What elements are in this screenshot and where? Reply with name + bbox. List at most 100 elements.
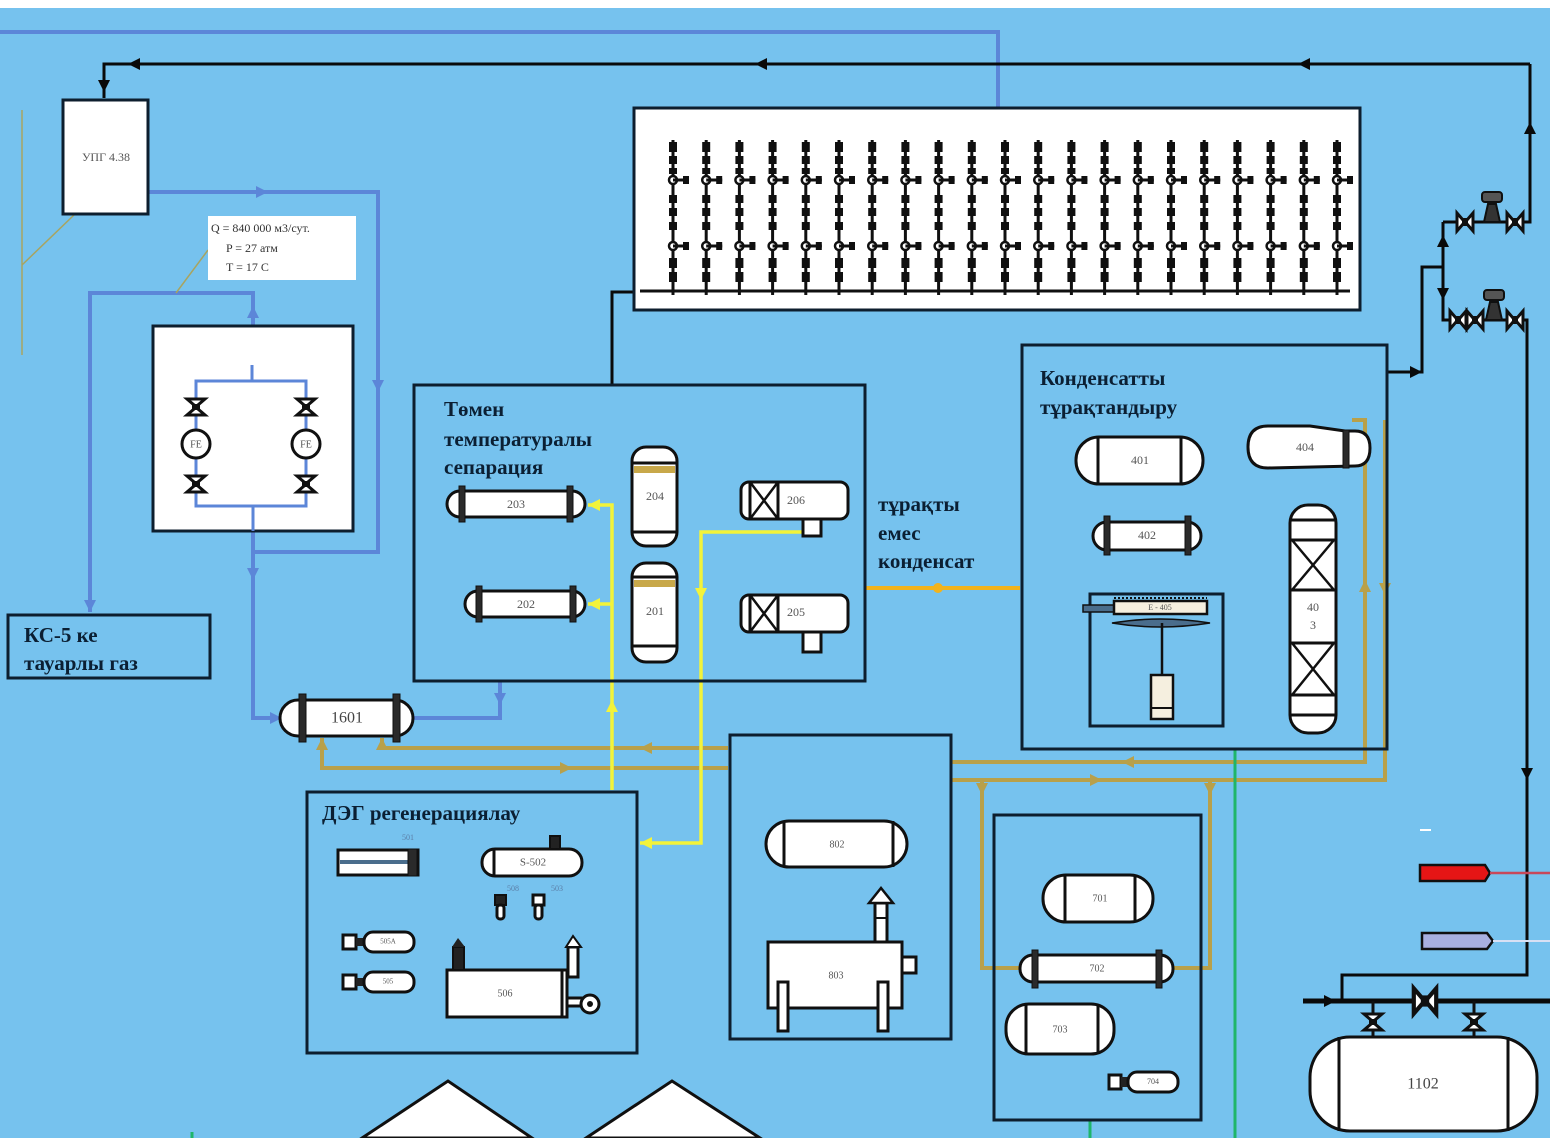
- deg-regeneration-unit[interactable]: ДЭГ регенерациялау 501 S-502 508 503: [305, 790, 639, 1055]
- leader-line: [175, 249, 209, 294]
- flow-arrow: [376, 738, 388, 750]
- control-valve-icon[interactable]: [1483, 289, 1505, 321]
- heater-803[interactable]: 803: [766, 885, 918, 1033]
- heater-803-label: 803: [829, 970, 844, 981]
- column-403[interactable]: 40 3: [1288, 503, 1338, 735]
- flow-arrow: [1204, 783, 1216, 795]
- vessel-404[interactable]: 404: [1246, 424, 1372, 470]
- tank-1102[interactable]: 1102: [1308, 1035, 1539, 1133]
- exchanger-203-label: 203: [507, 497, 525, 511]
- vessel-401[interactable]: 401: [1074, 435, 1205, 486]
- flow-arrow: [640, 742, 652, 754]
- heat-line-702-out: [1172, 780, 1212, 970]
- vessel-206[interactable]: 206: [739, 480, 850, 538]
- meter-line-lower: [1340, 222, 1529, 1000]
- vessel-205[interactable]: 205: [739, 593, 850, 654]
- exchanger-501[interactable]: 501: [336, 833, 420, 877]
- leader-line: [21, 214, 75, 266]
- exchanger-203[interactable]: 203: [445, 485, 587, 523]
- upg-box: [61, 98, 150, 216]
- flow-arrow: [1437, 288, 1449, 300]
- vessel-701[interactable]: 701: [1041, 873, 1155, 924]
- flow-arrow: [1359, 580, 1371, 592]
- unit-800[interactable]: 802 803: [728, 733, 953, 1041]
- flow-arrow: [606, 700, 618, 712]
- pump-505[interactable]: 505: [341, 970, 416, 994]
- air-cooler-405[interactable]: Е - 405: [1082, 592, 1225, 728]
- flow-element-right-icon: [290, 428, 322, 460]
- lts-title-line1: Төмен: [444, 397, 504, 421]
- manifold-outlet-line: [610, 290, 640, 385]
- fe-left-label: FE: [190, 439, 202, 450]
- fan-motor-icon: [1149, 673, 1175, 721]
- flow-arrow: [1122, 756, 1134, 768]
- flow-arrow: [560, 762, 572, 774]
- control-valve-icon[interactable]: [1481, 191, 1503, 223]
- exchanger-702[interactable]: 702: [1018, 949, 1175, 989]
- flow-arrow: [640, 837, 652, 849]
- tick-mark: [1420, 829, 1431, 831]
- flow-arrow: [372, 380, 384, 392]
- separator-204[interactable]: 204: [630, 445, 679, 548]
- flow-arrow: [1410, 366, 1422, 378]
- pump-505a-label: 505А: [380, 938, 396, 946]
- vessel-703-label: 703: [1053, 1024, 1068, 1035]
- wellhead-manifold[interactable]: [632, 106, 1362, 312]
- stab-title-line2: тұрақтандыру: [1040, 395, 1178, 419]
- heater-506[interactable]: 506: [445, 934, 601, 1019]
- flow-marker: [933, 583, 943, 593]
- exchanger-202-label: 202: [517, 597, 535, 611]
- deg-line-return: [640, 530, 806, 845]
- vessel-206-label: 206: [787, 493, 805, 507]
- exchanger-1601[interactable]: 1601: [278, 693, 415, 743]
- separator-204-label: 204: [646, 489, 664, 503]
- flow-arrow: [1437, 235, 1449, 247]
- gas-line-from-lts: [412, 680, 502, 720]
- tank-1102-label: 1102: [1407, 1076, 1438, 1093]
- flow-arrow: [494, 693, 506, 705]
- pump-505a[interactable]: 505А: [341, 930, 416, 954]
- flow-arrow: [1324, 995, 1336, 1007]
- upg-unit[interactable]: УПГ 4.38: [61, 98, 150, 216]
- vessel-701-label: 701: [1093, 893, 1108, 904]
- flow-arrow: [588, 598, 600, 610]
- vessel-802[interactable]: 802: [764, 819, 909, 869]
- export-gas-line2: тауарлы газ: [24, 651, 138, 675]
- gas-parameters-box: Q = 840 000 м3/сут. P = 27 атм T = 17 C: [208, 216, 356, 280]
- flow-arrow: [1521, 768, 1533, 780]
- heater-506-label: 506: [498, 988, 513, 999]
- separator-502[interactable]: S-502: [480, 835, 584, 878]
- export-gas-box[interactable]: КС-5 ке тауарлы газ: [6, 613, 212, 680]
- pump-503[interactable]: 503: [531, 884, 563, 921]
- heat-line-702-in: [980, 780, 1020, 970]
- unstable-condensate-line3: конденсат: [878, 549, 975, 573]
- export-gas-line1: КС-5 ке: [24, 623, 98, 647]
- condensate-stabilization-unit[interactable]: Конденсатты тұрақтандыру 401 402 404: [1020, 343, 1389, 751]
- upg-label: УПГ 4.38: [82, 150, 130, 164]
- flow-arrow: [1090, 774, 1102, 786]
- lts-title-line2: температуралы: [444, 427, 592, 451]
- pump-505-label: 505: [383, 978, 394, 986]
- pump-508[interactable]: 508: [494, 884, 519, 921]
- air-cooler-label: Е - 405: [1148, 603, 1172, 612]
- vessel-703[interactable]: 703: [1004, 1002, 1116, 1056]
- exchanger-202[interactable]: 202: [463, 585, 587, 623]
- flow-arrow: [247, 568, 259, 580]
- vessel-401-label: 401: [1131, 453, 1149, 467]
- exchanger-402[interactable]: 402: [1091, 515, 1203, 556]
- gas-pressure: P = 27 атм: [226, 241, 278, 255]
- pump-704[interactable]: 704: [1107, 1070, 1180, 1094]
- flow-arrow: [270, 712, 282, 724]
- flow-arrow: [84, 600, 96, 612]
- flow-element-left-icon: [180, 428, 212, 460]
- exchanger-1601-label: 1601: [331, 710, 363, 727]
- metering-skid[interactable]: FE FE: [151, 324, 355, 533]
- pump-503-label: 503: [551, 884, 563, 893]
- stack-icon: [866, 885, 896, 905]
- unit-700[interactable]: 701 702 703 704: [992, 813, 1203, 1122]
- flow-arrow: [755, 58, 767, 70]
- separator-201[interactable]: 201: [630, 561, 679, 664]
- flow-arrow: [98, 80, 110, 92]
- lts-unit[interactable]: Төмен температуралы сепарация 203 202 20…: [412, 383, 867, 683]
